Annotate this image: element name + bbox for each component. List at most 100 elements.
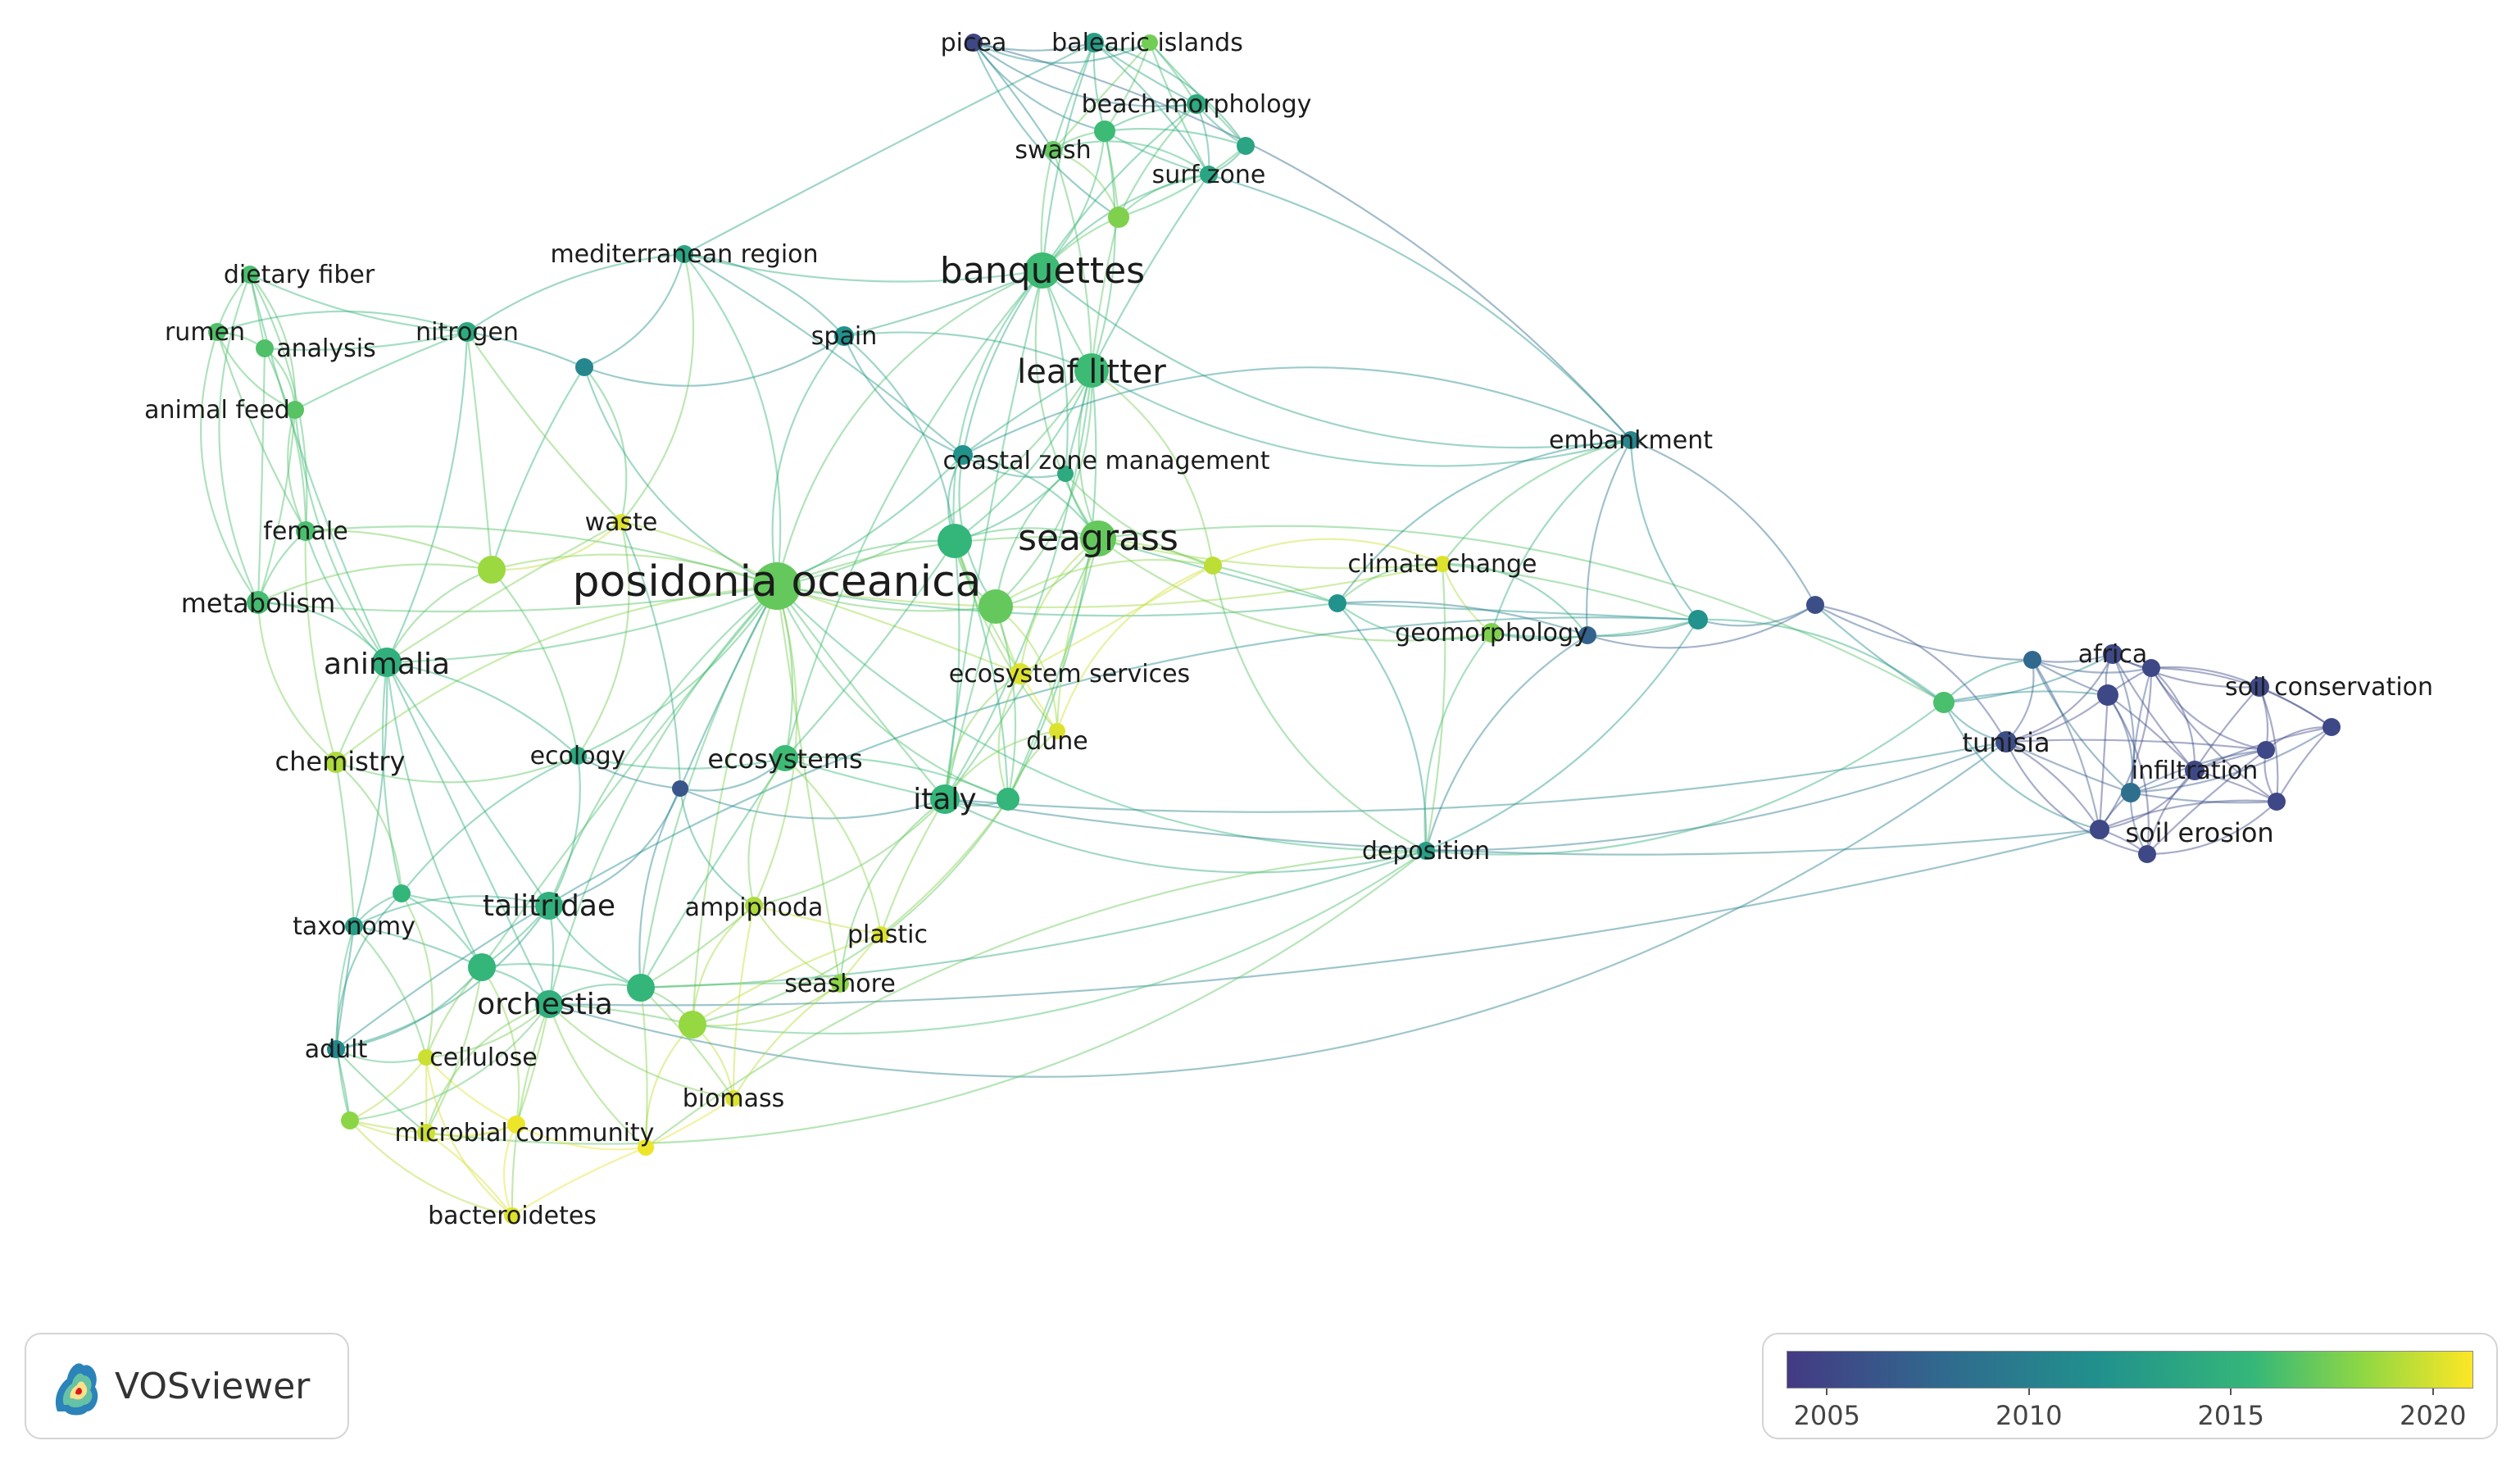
network-node[interactable] (1200, 166, 1218, 184)
network-node[interactable] (2142, 659, 2160, 677)
network-node[interactable] (965, 34, 983, 52)
network-edge (386, 661, 550, 907)
network-node[interactable] (1482, 623, 1501, 643)
node-label: banquettes (940, 250, 1145, 292)
network-node[interactable] (2097, 684, 2118, 706)
network-node[interactable] (831, 975, 849, 993)
network-edge (838, 798, 946, 984)
legend-tick-label: 2005 (1793, 1400, 1860, 1431)
network-node[interactable] (930, 784, 960, 814)
network-node[interactable] (286, 401, 304, 419)
network-node[interactable] (613, 514, 629, 530)
network-node[interactable] (417, 1124, 435, 1142)
network-node[interactable] (1204, 557, 1222, 575)
network-edge (248, 274, 388, 663)
node-label: bacteroidetes (428, 1202, 597, 1230)
network-node[interactable] (1434, 556, 1451, 572)
network-node[interactable] (627, 974, 655, 1002)
network-node[interactable] (753, 562, 801, 610)
network-node[interactable] (1080, 520, 1116, 557)
network-node[interactable] (2322, 718, 2341, 736)
network-node[interactable] (675, 245, 693, 263)
network-node[interactable] (372, 648, 402, 677)
network-node[interactable] (535, 990, 563, 1018)
network-node[interactable] (208, 323, 226, 341)
network-node[interactable] (672, 780, 688, 797)
network-node[interactable] (2023, 651, 2041, 669)
network-node[interactable] (834, 326, 854, 346)
network-edge (1019, 538, 1099, 675)
network-node[interactable] (507, 1116, 525, 1134)
network-node[interactable] (569, 747, 587, 765)
network-node[interactable] (468, 953, 496, 981)
network-node[interactable] (1688, 610, 1708, 630)
network-node[interactable] (1417, 842, 1435, 860)
network-node[interactable] (997, 788, 1019, 811)
network-node[interactable] (1074, 353, 1109, 388)
network-edge (425, 1003, 550, 1059)
network-node[interactable] (2185, 761, 2204, 780)
network-node[interactable] (535, 892, 563, 920)
network-node[interactable] (1578, 626, 1596, 644)
network-node[interactable] (325, 752, 347, 773)
network-node[interactable] (341, 1111, 359, 1129)
network-node[interactable] (2138, 845, 2156, 863)
network-edge (425, 1057, 513, 1216)
network-node[interactable] (1084, 33, 1104, 52)
network-node[interactable] (504, 1207, 520, 1224)
network-node[interactable] (457, 322, 477, 342)
network-node[interactable] (256, 339, 274, 357)
network-node[interactable] (247, 591, 270, 614)
network-node[interactable] (1237, 137, 1255, 155)
network-node[interactable] (1622, 431, 1640, 449)
network-node[interactable] (1996, 731, 2017, 752)
network-node[interactable] (725, 1090, 742, 1107)
network-node[interactable] (575, 358, 593, 376)
network-edge (775, 585, 842, 984)
network-node[interactable] (1142, 34, 1158, 51)
network-node[interactable] (772, 745, 798, 771)
network-node[interactable] (1044, 141, 1062, 159)
network-edge (200, 331, 259, 603)
network-node[interactable] (345, 917, 363, 935)
network-edge (386, 661, 550, 1005)
network-node[interactable] (679, 1011, 706, 1039)
network-node[interactable] (2090, 820, 2109, 839)
network-node[interactable] (745, 897, 763, 915)
network-node[interactable] (418, 1049, 434, 1066)
network-node[interactable] (393, 884, 411, 902)
network-edge (776, 585, 946, 800)
network-node[interactable] (1806, 596, 1824, 614)
network-node[interactable] (1049, 723, 1065, 739)
network-node[interactable] (1187, 94, 1206, 114)
network-node[interactable] (1024, 252, 1060, 289)
network-node[interactable] (1057, 466, 1074, 482)
network-edge (776, 584, 1338, 617)
network-node[interactable] (2257, 741, 2275, 759)
network-node[interactable] (2103, 644, 2123, 664)
network-edge (577, 755, 681, 790)
network-node[interactable] (873, 926, 889, 943)
network-node[interactable] (1933, 692, 1955, 713)
network-node[interactable] (1328, 594, 1346, 612)
network-node[interactable] (2121, 783, 2141, 802)
network-edge (1148, 42, 1210, 175)
network-node[interactable] (2250, 677, 2269, 697)
network-node[interactable] (2268, 793, 2286, 811)
network-edge (425, 1002, 550, 1134)
network-edge (466, 331, 622, 523)
network-edge (683, 252, 1043, 283)
network-node[interactable] (638, 1139, 654, 1156)
network-node[interactable] (978, 589, 1013, 624)
network-node[interactable] (296, 521, 316, 541)
node-label: soil conservation (2225, 673, 2433, 702)
network-node[interactable] (1108, 207, 1129, 228)
network-node[interactable] (327, 1040, 345, 1058)
network-node[interactable] (1094, 120, 1115, 142)
network-node[interactable] (953, 445, 973, 465)
network-node[interactable] (1010, 663, 1031, 684)
network-node[interactable] (241, 266, 259, 284)
network-edge (679, 757, 786, 792)
network-node[interactable] (478, 556, 506, 584)
network-node[interactable] (938, 524, 972, 558)
